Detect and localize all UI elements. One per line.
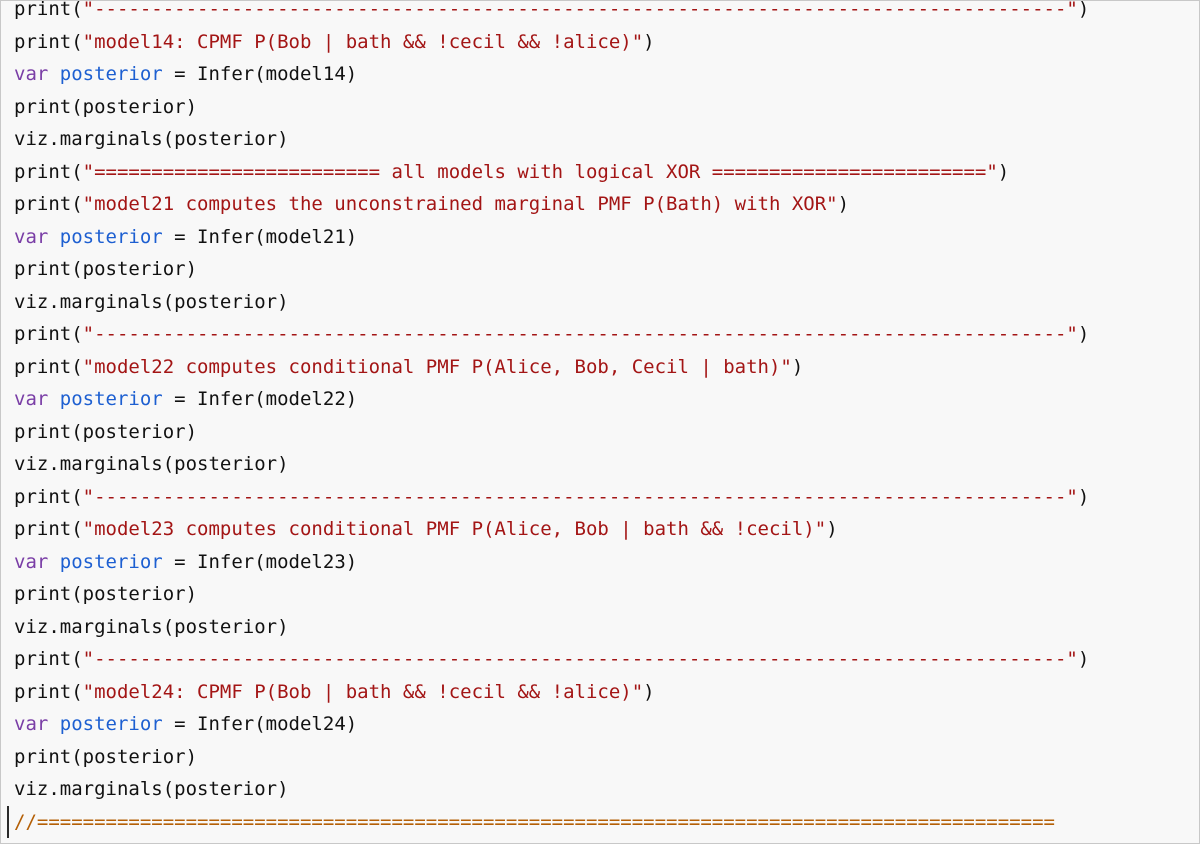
code-line[interactable]: var posterior = Infer(model22) [1, 383, 1199, 416]
code-line[interactable]: var posterior = Infer(model23) [1, 546, 1199, 579]
code-text: print( [14, 680, 83, 703]
code-text: viz.marginals(posterior) [14, 128, 289, 150]
operator: = [162, 225, 198, 248]
code-line[interactable]: print("---------------------------------… [1, 318, 1199, 351]
code-text: Infer(model14) [197, 63, 358, 85]
code-line[interactable]: var posterior = Infer(model14) [1, 58, 1199, 91]
code-text: ) [1077, 0, 1090, 20]
code-text: Infer(model22) [197, 388, 358, 410]
code-text: print( [14, 518, 83, 540]
code-text: viz.marginals(posterior) [14, 778, 289, 800]
code-line[interactable]: viz.marginals(posterior) [1, 286, 1199, 319]
keyword: var [14, 63, 60, 85]
code-text: print( [14, 30, 83, 53]
code-text: print(posterior) [14, 583, 198, 605]
string-literal: "model21 computes the unconstrained marg… [82, 193, 838, 215]
string-literal: "---------------------------------------… [82, 0, 1078, 20]
code-text: Infer(model23) [197, 550, 358, 573]
code-text: print( [14, 160, 83, 183]
code-text: ) [1077, 485, 1090, 508]
variable-name: posterior [59, 388, 163, 410]
code-line[interactable]: print("model24: CPMF P(Bob | bath && !ce… [1, 676, 1199, 709]
operator: = [162, 63, 198, 85]
operator: = [162, 713, 198, 735]
string-literal: "model24: CPMF P(Bob | bath && !cecil &&… [82, 680, 644, 703]
operator: = [162, 388, 198, 410]
code-text: viz.marginals(posterior) [14, 615, 289, 638]
code-text: Infer(model24) [197, 713, 358, 735]
code-line[interactable]: print("---------------------------------… [1, 0, 1199, 26]
keyword: var [14, 225, 60, 248]
variable-name: posterior [59, 550, 163, 573]
code-text: print(posterior) [14, 745, 198, 768]
code-line[interactable]: print("model23 computes conditional PMF … [1, 513, 1199, 546]
code-text: ) [643, 680, 655, 703]
code-text: print( [14, 193, 83, 215]
code-line[interactable]: print("---------------------------------… [1, 643, 1199, 676]
code-text: print( [14, 355, 83, 378]
code-line[interactable]: print("---------------------------------… [1, 481, 1199, 514]
code-text: print( [14, 648, 83, 670]
code-text: print( [14, 323, 83, 345]
code-line[interactable]: //======================================… [1, 805, 1199, 838]
variable-name: posterior [59, 713, 163, 735]
code-text: print( [14, 0, 83, 20]
string-literal: "---------------------------------------… [82, 485, 1078, 508]
code-text: ) [1077, 648, 1090, 670]
code-text: print(posterior) [14, 258, 198, 280]
code-line[interactable]: print(posterior) [1, 578, 1199, 611]
code-text: ) [997, 160, 1010, 183]
code-line[interactable]: print("model22 computes conditional PMF … [1, 351, 1199, 384]
code-line[interactable]: print("model21 computes the unconstraine… [1, 188, 1199, 221]
string-literal: "model22 computes conditional PMF P(Alic… [82, 355, 792, 378]
code-line[interactable]: print(posterior) [1, 416, 1199, 449]
string-literal: "---------------------------------------… [82, 648, 1078, 670]
code-line[interactable]: var posterior = Infer(model21) [1, 221, 1199, 254]
code-line[interactable]: viz.marginals(posterior) [1, 123, 1199, 156]
code-text: print(posterior) [14, 420, 198, 443]
code-line[interactable]: print(posterior) [1, 91, 1199, 124]
keyword: var [14, 388, 60, 410]
code-line[interactable]: viz.marginals(posterior) [1, 611, 1199, 644]
keyword: var [14, 550, 60, 573]
code-text: viz.marginals(posterior) [14, 290, 289, 313]
code-text: viz.marginals(posterior) [14, 453, 289, 475]
code-text: ) [1077, 323, 1090, 345]
code-line[interactable]: print("========================= all mod… [1, 156, 1199, 189]
code-text: print( [14, 485, 83, 508]
string-literal: "========================= all models wi… [82, 160, 998, 183]
code-line[interactable]: viz.marginals(posterior) [1, 448, 1199, 481]
code-text: ) [643, 30, 655, 53]
variable-name: posterior [59, 63, 163, 85]
code-text: Infer(model21) [197, 225, 358, 248]
code-text: ) [791, 355, 804, 378]
string-literal: "model14: CPMF P(Bob | bath && !cecil &&… [82, 30, 644, 53]
code-line[interactable]: print(posterior) [1, 741, 1199, 774]
code-text: print(posterior) [14, 95, 198, 118]
comment: //======================================… [14, 810, 1055, 833]
text-cursor [7, 805, 9, 838]
code-text: ) [826, 518, 838, 540]
string-literal: "model23 computes conditional PMF P(Alic… [82, 518, 827, 540]
operator: = [162, 550, 198, 573]
code-line[interactable]: print(posterior) [1, 253, 1199, 286]
string-literal: "---------------------------------------… [82, 323, 1078, 345]
code-line[interactable]: var posterior = Infer(model24) [1, 708, 1199, 741]
code-line[interactable]: print("model14: CPMF P(Bob | bath && !ce… [1, 26, 1199, 59]
variable-name: posterior [59, 225, 163, 248]
code-line[interactable]: viz.marginals(posterior) [1, 773, 1199, 806]
code-text: ) [837, 193, 850, 215]
keyword: var [14, 713, 60, 735]
